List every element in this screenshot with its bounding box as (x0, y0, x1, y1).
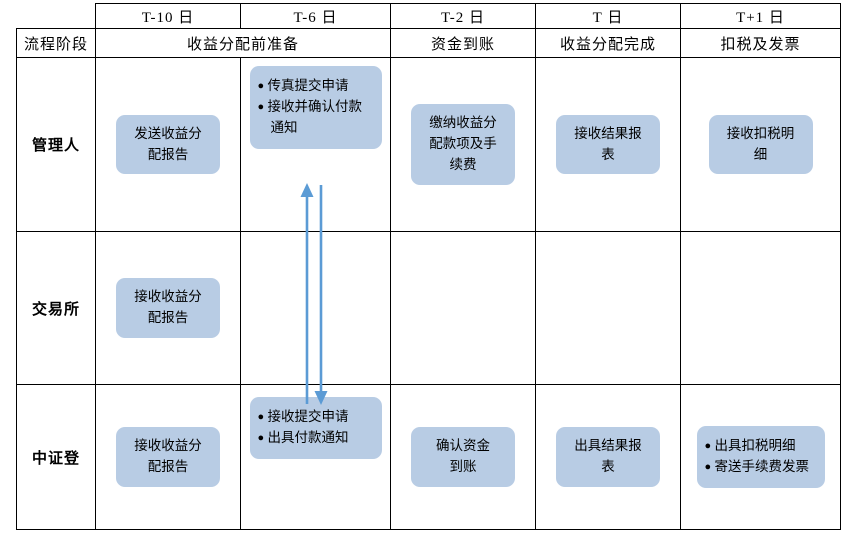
stage-header-distribution-complete: 收益分配完成 (535, 28, 681, 58)
task-box-receive-result-report[interactable]: 接收结果报 表 (556, 114, 660, 175)
cell-csdc-t: 出具结果报 表 (535, 384, 681, 530)
header-corner-cell (16, 3, 96, 29)
cell-manager-t-6: ● 传真提交申请 ● 接收并确认付款通知 (240, 57, 391, 232)
task-box-confirm-funds-arrival[interactable]: 确认资金 到账 (411, 427, 515, 487)
stage-header-preparation: 收益分配前准备 (95, 28, 391, 58)
lane-row-exchange: 交易所 接收收益分 配报告 (16, 231, 841, 385)
cell-manager-t-10: 发送收益分 配报告 (95, 57, 241, 232)
period-header-t-10: T-10 日 (95, 3, 241, 29)
lane-row-manager: 管理人 发送收益分 配报告 ● 传真提交申请 ● 接收并确认付款通知 (16, 57, 841, 232)
cell-manager-t-2: 缴纳收益分 配款项及手 续费 (390, 57, 536, 232)
stage-header-funds-arrival: 资金到账 (390, 28, 536, 58)
period-header-t-2: T-2 日 (390, 3, 536, 29)
task-box-exchange-receive-distribution-report[interactable]: 接收收益分 配报告 (116, 278, 220, 338)
cell-exchange-t-2 (390, 231, 536, 385)
stage-header-label: 流程阶段 (16, 28, 96, 58)
cell-exchange-t-10: 接收收益分 配报告 (95, 231, 241, 385)
stage-header-row: 流程阶段 收益分配前准备 资金到账 收益分配完成 扣税及发票 (16, 28, 841, 58)
task-box-pay-distribution-and-fees[interactable]: 缴纳收益分 配款项及手 续费 (411, 104, 515, 185)
period-header-t-plus-1: T+1 日 (680, 3, 841, 29)
lane-label-exchange: 交易所 (16, 231, 96, 385)
cell-manager-t-plus-1: 接收扣税明 细 (680, 57, 841, 232)
lane-label-manager: 管理人 (16, 57, 96, 232)
task-box-fax-submit-and-confirm-payment[interactable]: ● 传真提交申请 ● 接收并确认付款通知 (249, 66, 382, 149)
swimlane-table: T-10 日 T-6 日 T-2 日 T 日 T+1 日 流程阶段 收益分配前准… (16, 3, 841, 530)
lane-row-csdc: 中证登 接收收益分 配报告 ● 接收提交申请 ● 出具付款通知 (16, 384, 841, 530)
period-header-row: T-10 日 T-6 日 T-2 日 T 日 T+1 日 (16, 3, 841, 29)
cell-csdc-t-plus-1: ● 出具扣税明细 ● 寄送手续费发票 (680, 384, 841, 530)
task-box-issue-tax-details-send-invoice[interactable]: ● 出具扣税明细 ● 寄送手续费发票 (696, 426, 825, 488)
cell-csdc-t-6: ● 接收提交申请 ● 出具付款通知 (240, 384, 391, 530)
task-box-send-distribution-report[interactable]: 发送收益分 配报告 (116, 114, 220, 175)
cell-exchange-t (535, 231, 681, 385)
stage-header-tax-invoice: 扣税及发票 (680, 28, 841, 58)
task-box-csdc-receive-distribution-report[interactable]: 接收收益分 配报告 (116, 427, 220, 487)
cell-exchange-t-plus-1 (680, 231, 841, 385)
period-header-t: T 日 (535, 3, 681, 29)
task-box-issue-result-report[interactable]: 出具结果报 表 (556, 427, 660, 487)
cell-manager-t: 接收结果报 表 (535, 57, 681, 232)
cell-csdc-t-2: 确认资金 到账 (390, 384, 536, 530)
lane-label-csdc: 中证登 (16, 384, 96, 530)
task-box-receive-tax-details[interactable]: 接收扣税明 细 (708, 114, 813, 175)
period-header-t-6: T-6 日 (240, 3, 391, 29)
cell-csdc-t-10: 接收收益分 配报告 (95, 384, 241, 530)
task-box-receive-application-issue-payment-notice[interactable]: ● 接收提交申请 ● 出具付款通知 (249, 397, 382, 459)
cell-exchange-t-6 (240, 231, 391, 385)
